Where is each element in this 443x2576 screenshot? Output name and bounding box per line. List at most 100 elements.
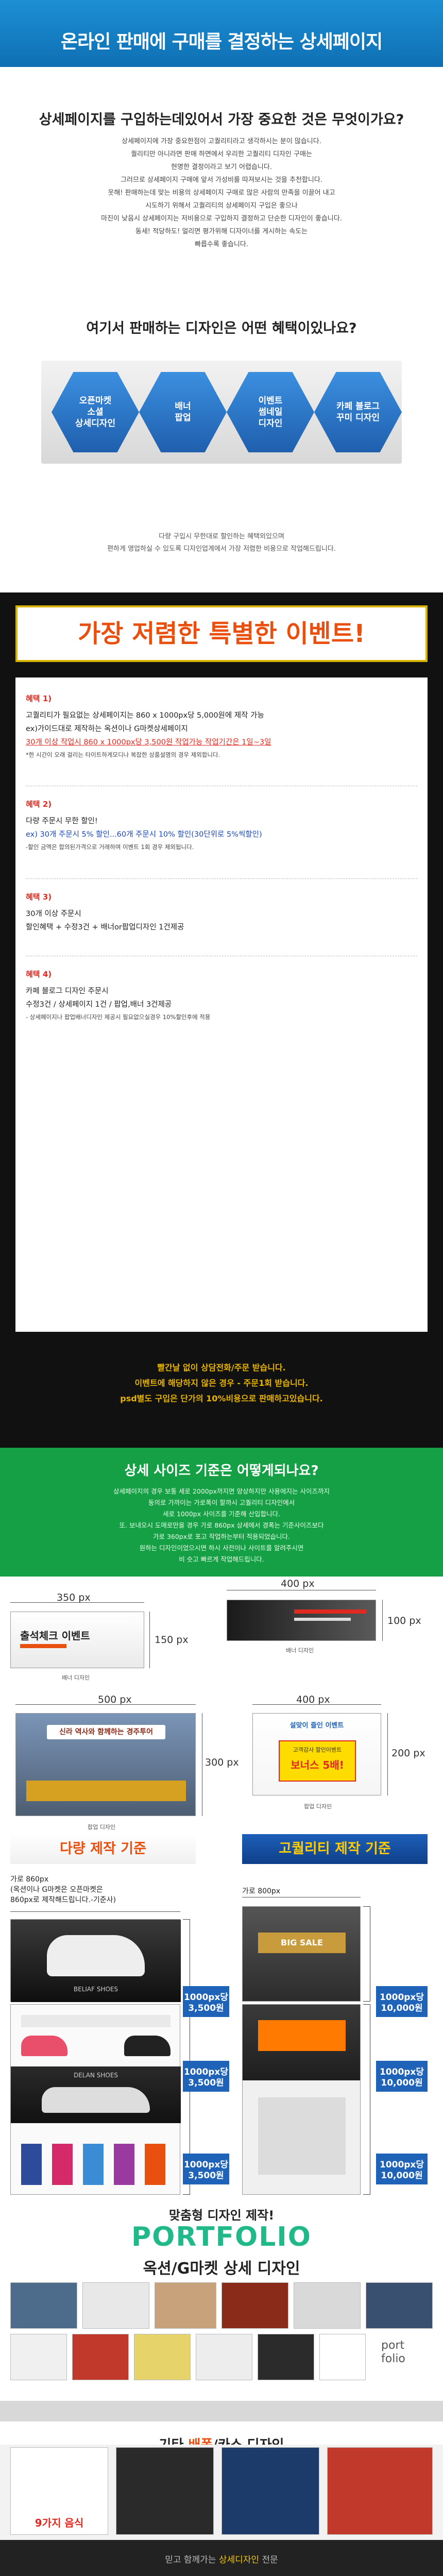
- note-line: 편하게 영업하실 수 있도록 디자인업계에서 가장 저렴한 비용으로 작업해드립…: [107, 545, 336, 553]
- size-guide-section: 상세 사이즈 기준은 어떻게되나요? 상세페이지의 경우 보통 세로 2000p…: [0, 1448, 443, 2004]
- portfolio-tile[interactable]: [72, 2334, 129, 2380]
- hexagon-panel: 오픈마켓 소셜 상세디자인 배너 팝업 이벤트 썸네일 디자인 카페 블로그 꾸…: [41, 361, 402, 464]
- left-detail-mock: BELIAF SHOES: [10, 1919, 181, 2002]
- sns-row-2: 9가지 음식: [0, 2445, 443, 2540]
- benefit-line: ex)가이드대로 제작하는 옥션이나 G마켓상세페이지: [26, 725, 188, 733]
- portfolio-tile[interactable]: [155, 2282, 216, 2329]
- benefit-note: - 상세페이지나 팝업배너디자인 제공시 필요없으실경우 10%할인후에 적용: [26, 1013, 211, 1021]
- price-badge-text: 1000px당 3,500원: [183, 1992, 229, 2013]
- intro-line: 그러므로 상세페이지 구매에 앞서 가성비를 따져보시는 것을 추천합니다.: [121, 176, 322, 184]
- shoe-image: [47, 1935, 145, 1976]
- compare-section: DELAN SHOES: [0, 2004, 443, 2200]
- hexagon-event: 이벤트 썸네일 디자인: [227, 372, 314, 452]
- shoe-image: [42, 2087, 150, 2113]
- ribbon-quality: 고퀄리티 제작 기준: [242, 1834, 428, 1864]
- price-badge: 1000px당 3,500원: [183, 1986, 229, 2017]
- benefit-line-highlight: ex) 30개 주문시 5% 할인...60개 주문시 10% 할인(30단위로…: [26, 831, 262, 839]
- popup1-caption: 팝업 디자인: [88, 1824, 116, 1831]
- price-badge-text: 1000px당 10,000원: [379, 2067, 424, 2088]
- dimension-line: [252, 1704, 381, 1705]
- portfolio-tile[interactable]: [196, 2334, 252, 2380]
- banner2-bar: [294, 1609, 366, 1614]
- page-title: 온라인 판매에 구매를 결정하는 상세페이지: [60, 31, 383, 53]
- banner2-width: 400 px: [281, 1578, 315, 1589]
- portfolio-tile[interactable]: [10, 2282, 77, 2329]
- size-guide-title: 상세 사이즈 기준은 어떻게되나요?: [124, 1463, 319, 1479]
- benefit-label: 혜택 4): [26, 970, 52, 979]
- sns-tile[interactable]: 9가지 음식: [10, 2447, 108, 2535]
- left-width-label: 가로 860px (옥션이나 G마켓은 오픈마켓은 860px로 제작해드립니다…: [10, 1875, 116, 1904]
- intro-line: 퀄리티만 아니라면 판매 하면에서 우리한 고퀄리티 디자인 구매는: [131, 150, 312, 158]
- page-header: 온라인 판매에 구매를 결정하는 상세페이지: [0, 0, 443, 67]
- popup2-big: 보너스 5배!: [291, 1759, 344, 1771]
- banner2-mock: [227, 1600, 376, 1641]
- hexagon-label: 배너 팝업: [175, 401, 191, 423]
- ribbon-bulk: 다량 제작 기준: [10, 1834, 196, 1864]
- callout-line: 이벤트에 해당하지 않은 경우 - 주문1회 받습니다.: [134, 1378, 309, 1388]
- size-guide-header: 상세 사이즈 기준은 어떻게되나요? 상세페이지의 경우 보통 세로 2000p…: [0, 1448, 443, 1577]
- hexagon-openmarket: 오픈마켓 소셜 상세디자인: [52, 372, 139, 452]
- portfolio-band: [0, 2401, 443, 2421]
- intro-line: 동세! 적당하도! 얼리면 평가위해 디자이너를 게시하는 속도는: [135, 228, 308, 235]
- event-callout: 빨간날 없이 상담전화/주문 받습니다. 이벤트에 해당하지 않은 경우 - 주…: [0, 1360, 443, 1406]
- guide-line: 원하는 디자인이었으시면 하시 사전이나 사이트를 알려주시면: [139, 1544, 304, 1552]
- bracket: [363, 1906, 370, 2002]
- shoe-thumb: [21, 2036, 67, 2056]
- sns-tile[interactable]: [222, 2447, 319, 2535]
- sock: [21, 2144, 42, 2185]
- benefit-3: 혜택 3) 30개 이상 주문시 할인혜택 + 수정3건 + 배너or팝업디자인…: [26, 891, 417, 934]
- guide-line: 또. 보내오시 도매로만을 경우 가로 860px 상세에서 경폭는 기준사이즈…: [119, 1521, 324, 1529]
- footer-text: 믿고 함께가는 상세디자인 전문: [0, 2552, 443, 2565]
- footer-text-b: 상세디자인: [218, 2555, 260, 2565]
- hexagon-label: 오픈마켓 소셜 상세디자인: [75, 396, 116, 429]
- bracket: [363, 2004, 370, 2195]
- benefit-line: 고퀄리티가 필요없는 상세페이지는 860 x 1000px당 5,000원에 …: [26, 711, 264, 720]
- sns-tile[interactable]: [327, 2447, 433, 2535]
- portfolio-tile[interactable]: [82, 2282, 149, 2329]
- hexagon-label: 이벤트 썸네일 디자인: [258, 396, 283, 429]
- portfolio-tile[interactable]: [222, 2282, 288, 2329]
- benefit-2: 혜택 2) 다량 주문시 무한 할인! ex) 30개 주문시 5% 할인...…: [26, 799, 417, 853]
- shoe-banner: DELAN SHOES: [11, 2066, 181, 2123]
- price-badge-text: 1000px당 3,500원: [183, 2160, 229, 2181]
- popup2-width: 400 px: [296, 1694, 330, 1705]
- popup1-band: [26, 1781, 186, 1801]
- portfolio-tile[interactable]: [10, 2334, 67, 2380]
- popup2-sub: 고객감사 할인이벤트: [293, 1747, 342, 1753]
- benefit-line: 카페 블로그 디자인 주문시: [26, 987, 109, 995]
- portfolio-intro: 맞춤형 디자인 제작!: [168, 2208, 275, 2223]
- sns-tile[interactable]: [116, 2447, 214, 2535]
- portfolio-tile[interactable]: [258, 2334, 314, 2380]
- banner2-caption: 배너 디자인: [286, 1647, 314, 1654]
- callout-line: psd별도 구입은 단가의 10%비용으로 판매하고있습니다.: [120, 1394, 323, 1403]
- intro-line: 상세페이지에 가장 중요한점이 고퀄리티라고 생각하시는 분이 많습니다.: [122, 138, 321, 145]
- event-section: 가장 저렴한 특별한 이벤트! 혜택 1) 고퀄리티가 필요없는 상세페이지는 …: [0, 592, 443, 1448]
- portfolio-tile[interactable]: [319, 2334, 366, 2380]
- portfolio-tile[interactable]: [366, 2282, 433, 2329]
- promo-block: [258, 2097, 346, 2175]
- portfolio-subtitle: 옥션/G마켓 상세 디자인: [143, 2260, 300, 2278]
- size-guide-paragraph: 상세페이지의 경우 보통 세로 2000px까지면 양상하지만 사용에지는 사이…: [62, 1486, 381, 1565]
- popup1-width: 500 px: [98, 1694, 132, 1705]
- intro-line: 빠릅수록 좋습니다.: [195, 241, 248, 248]
- benefit-note: *한 시간이 오래 걸리는 타이트하게모디나 복잡한 상품설명의 경우 제외합니…: [26, 751, 220, 758]
- price-badge-text: 1000px당 10,000원: [379, 2160, 424, 2181]
- shoe-title: DELAN SHOES: [73, 2072, 118, 2079]
- banner1-mock: 출석체크 이벤트: [10, 1612, 144, 1668]
- sock: [114, 2144, 134, 2185]
- portfolio-tile[interactable]: [134, 2334, 191, 2380]
- sale-banner: BIG SALE: [258, 1933, 346, 1953]
- event-box: 혜택 1) 고퀄리티가 필요없는 상세페이지는 860 x 1000px당 5,…: [15, 677, 428, 1332]
- guide-line: 비 슷고 빠르게 작업해드립니다.: [179, 1555, 264, 1563]
- banner1-bar: [20, 1644, 66, 1648]
- popup2-title: 설맞이 즐인 이벤트: [289, 1722, 344, 1730]
- guide-line: 상세페이지의 경우 보통 세로 2000px까지면 양상하지만 사용에지는 사이…: [113, 1487, 330, 1495]
- guide-line: 세로 1000px 사이즈를 기준해 산입합니다.: [162, 1510, 280, 1518]
- intro-question: 상세페이지를 구입하는데있어서 가장 중요한 것은 무엇이가요?: [39, 112, 404, 128]
- guide-line: 동의로 가까이는 가로폭이 할까시 고퀄리티 디자인에서: [148, 1499, 295, 1506]
- intro-line: 웃해! 판매하는데 맞는 비용의 상세페이지 구매로 많은 사람의 만족을 이끌…: [108, 189, 335, 197]
- portfolio-tile[interactable]: [294, 2282, 361, 2329]
- benefit-1: 혜택 1) 고퀄리티가 필요없는 상세페이지는 860 x 1000px당 5,…: [26, 693, 417, 760]
- intro-line: 현명한 결정이라고 보기 어렵습니다.: [171, 163, 272, 171]
- banner2-height: 100 px: [387, 1615, 421, 1626]
